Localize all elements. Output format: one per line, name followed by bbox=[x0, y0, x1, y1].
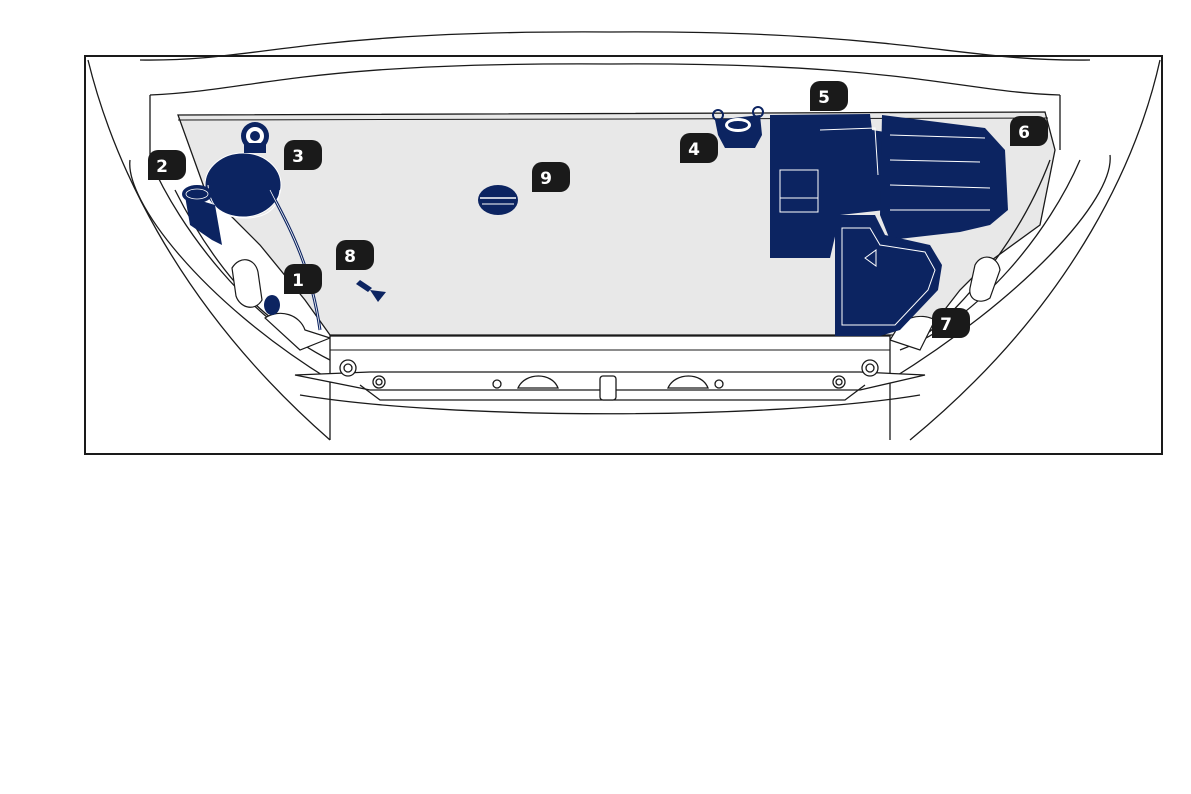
callout-2-label: 2 bbox=[156, 157, 168, 177]
callout-8: 8 bbox=[336, 240, 374, 270]
callout-3: 3 bbox=[284, 140, 322, 170]
engine-oil-cap bbox=[478, 185, 518, 215]
battery bbox=[880, 115, 1008, 240]
callout-6: 6 bbox=[1010, 116, 1048, 146]
callout-3-label: 3 bbox=[292, 147, 304, 167]
coolant-cap-icon bbox=[241, 122, 269, 153]
callout-2: 2 bbox=[148, 150, 186, 180]
callout-7: 7 bbox=[932, 308, 970, 338]
callout-9-label: 9 bbox=[540, 169, 552, 189]
callout-7-label: 7 bbox=[940, 315, 952, 335]
callout-4: 4 bbox=[680, 133, 718, 163]
callout-8-label: 8 bbox=[344, 247, 356, 267]
callout-1-label: 1 bbox=[292, 271, 304, 291]
callout-5: 5 bbox=[810, 81, 848, 111]
callout-5-label: 5 bbox=[818, 88, 830, 108]
dipstick-handle bbox=[264, 295, 280, 315]
callout-1: 1 bbox=[284, 264, 322, 294]
callout-6-label: 6 bbox=[1018, 123, 1030, 143]
callout-4-label: 4 bbox=[688, 140, 700, 160]
callout-9: 9 bbox=[532, 162, 570, 192]
